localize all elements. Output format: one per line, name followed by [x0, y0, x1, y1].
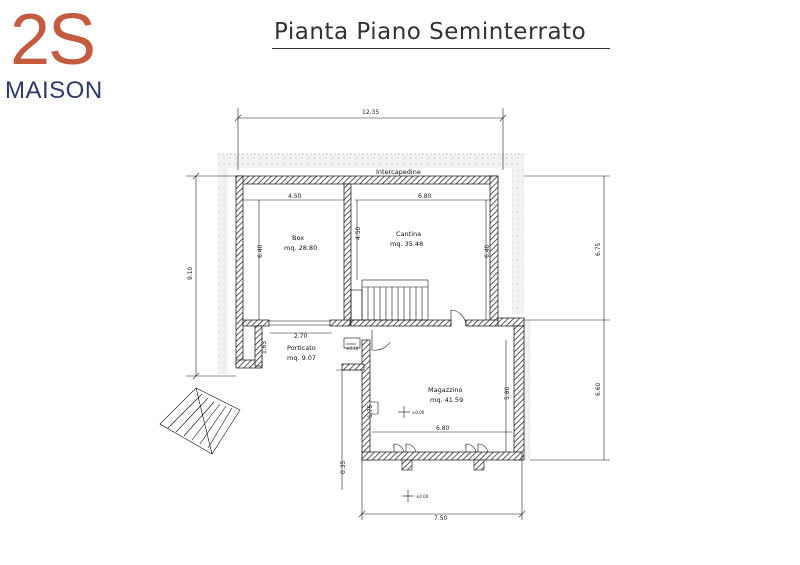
room-magazzino-name: Magazzino — [428, 386, 462, 394]
surrounding-ground — [218, 153, 530, 460]
dim-porticato-height: 1.65 — [261, 340, 268, 354]
room-labels: Intercapedine Box mq. 28.80 Cantina mq. … — [284, 168, 463, 499]
title-underline — [272, 48, 610, 49]
garage-pillars — [401, 459, 485, 471]
dim-porticato-width: 2.70 — [294, 333, 308, 340]
room-box-area: mq. 28.80 — [284, 244, 317, 252]
dim-cantina-width: 6.80 — [418, 193, 432, 200]
room-porticato-name: Porticato — [287, 344, 316, 352]
dimension-lines — [186, 108, 610, 520]
level-label-outside: ±0.00 — [416, 494, 429, 499]
brand-logo: 2S MAISON — [4, 2, 108, 104]
dim-magazzino-width: 6.80 — [436, 425, 450, 432]
dim-right-upper: 6.75 — [595, 242, 602, 256]
logo-mark: 2S — [10, 0, 96, 80]
walls — [235, 175, 525, 461]
room-porticato-area: mq. 9.07 — [287, 354, 316, 362]
dim-box-width: 4.50 — [288, 193, 302, 200]
level-label-magazzino: ±0.00 — [412, 410, 425, 415]
room-cantina-name: Cantina — [396, 230, 421, 238]
level-label-porticato: +0.10 — [346, 346, 359, 351]
dim-magazzino-right: 5.80 — [504, 386, 511, 400]
room-magazzino-area: mq. 41.59 — [430, 396, 463, 404]
logo-wordmark: MAISON — [5, 77, 103, 104]
dim-bottom-small: 0.35 — [340, 460, 347, 474]
box-window — [269, 320, 330, 326]
external-stair — [159, 387, 241, 455]
room-box-name: Box — [292, 234, 304, 242]
dim-magazzino-left: 1.75 — [367, 404, 374, 418]
dim-left-total: 9.10 — [187, 266, 194, 280]
label-intercapedine: Intercapedine — [376, 168, 421, 176]
dimension-labels: 12.35 4.50 6.80 6.40 4.50 6.40 9.10 6.75… — [187, 109, 602, 522]
doors — [343, 309, 489, 453]
dim-box-height: 6.40 — [257, 244, 264, 258]
staircase — [350, 279, 429, 321]
dim-cantina-height: 6.40 — [484, 244, 491, 258]
dim-bottom-total: 7.50 — [434, 515, 448, 522]
room-cantina-area: mq. 35.48 — [390, 240, 423, 248]
level-markers — [346, 343, 414, 502]
dim-right-lower: 6.60 — [595, 382, 602, 396]
page-title: Pianta Piano Seminterrato — [274, 19, 587, 45]
dim-top-total: 12.35 — [362, 109, 379, 116]
dim-cantina-left: 4.50 — [355, 226, 362, 240]
